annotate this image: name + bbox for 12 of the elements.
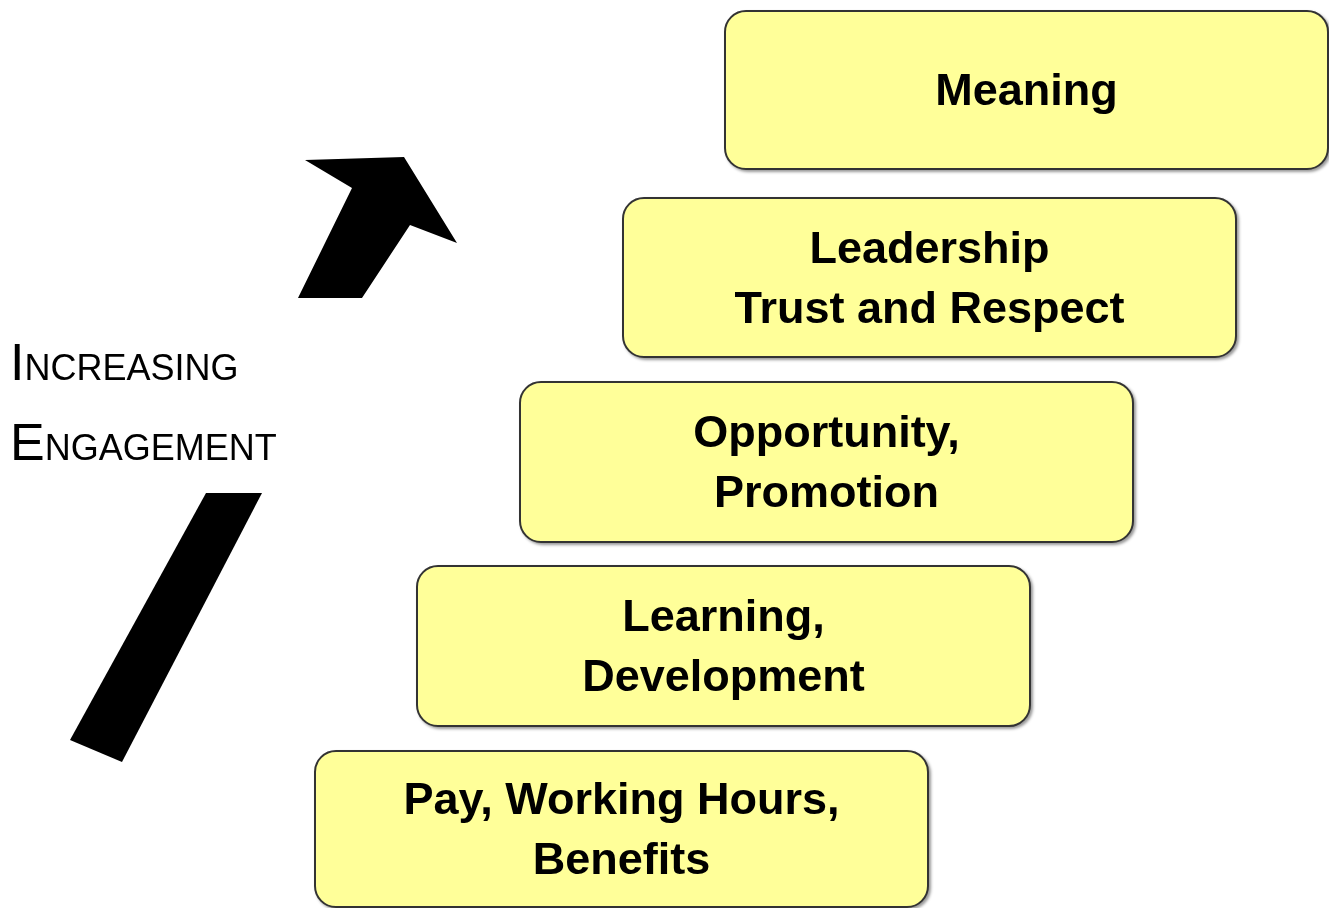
step-box — [416, 565, 1031, 727]
step-box — [519, 381, 1134, 543]
step-label: Learning, Development — [581, 589, 866, 703]
step-box — [622, 197, 1237, 358]
step-label: Opportunity, Promotion — [692, 405, 961, 519]
step-box — [724, 10, 1329, 170]
step-box — [314, 750, 929, 908]
step-label: Meaning — [935, 63, 1118, 117]
step-label: Pay, Working Hours, Benefits — [402, 772, 841, 886]
axis-label: Increasing Engagement — [10, 332, 278, 473]
step-label: Trust and Respect — [734, 280, 1125, 335]
step-label: Leadership — [809, 220, 1050, 275]
